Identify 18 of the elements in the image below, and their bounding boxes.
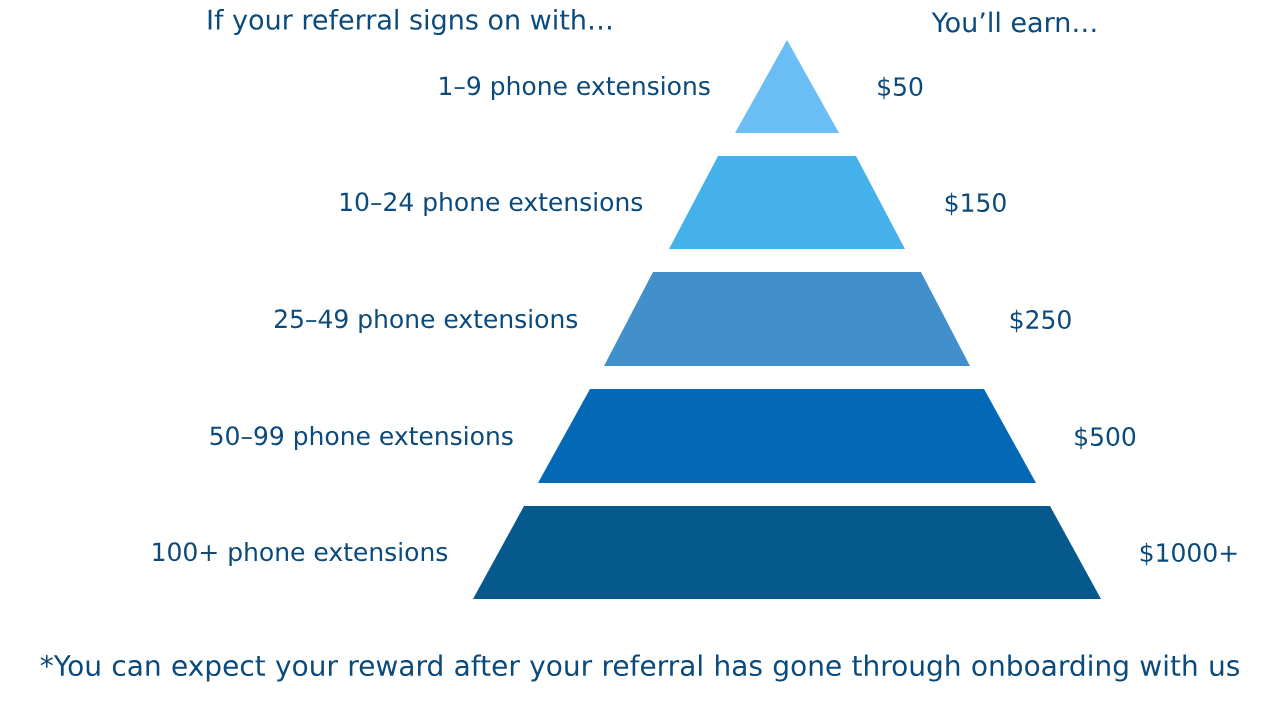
reward-amount: $150	[945, 192, 1006, 216]
tier-label: 50–99 phone extensions	[210, 425, 513, 451]
reward-amount: $500	[1075, 426, 1136, 450]
pyramid-tier	[604, 272, 970, 366]
reward-amount: $50	[878, 76, 923, 100]
reward-amount: $250	[1010, 309, 1071, 333]
tier-label: 100+ phone extensions	[153, 541, 448, 567]
reward-amount: $1000+	[1140, 542, 1237, 566]
column-heading: You’ll earn…	[931, 11, 1096, 33]
tier-label: 25–49 phone extensions	[275, 308, 578, 334]
pyramid-tier	[669, 156, 905, 249]
pyramid-tier	[473, 506, 1101, 599]
tier-label: 10–24 phone extensions	[340, 191, 643, 217]
footnote: *You can expect your reward after your referral has gone through onboarding with us	[40, 654, 1240, 682]
tier-label: 1–9 phone extensions	[440, 75, 710, 101]
column-heading: If your referral signs on with…	[208, 8, 611, 36]
pyramid-tier	[538, 389, 1036, 483]
pyramid-tier	[735, 40, 839, 133]
